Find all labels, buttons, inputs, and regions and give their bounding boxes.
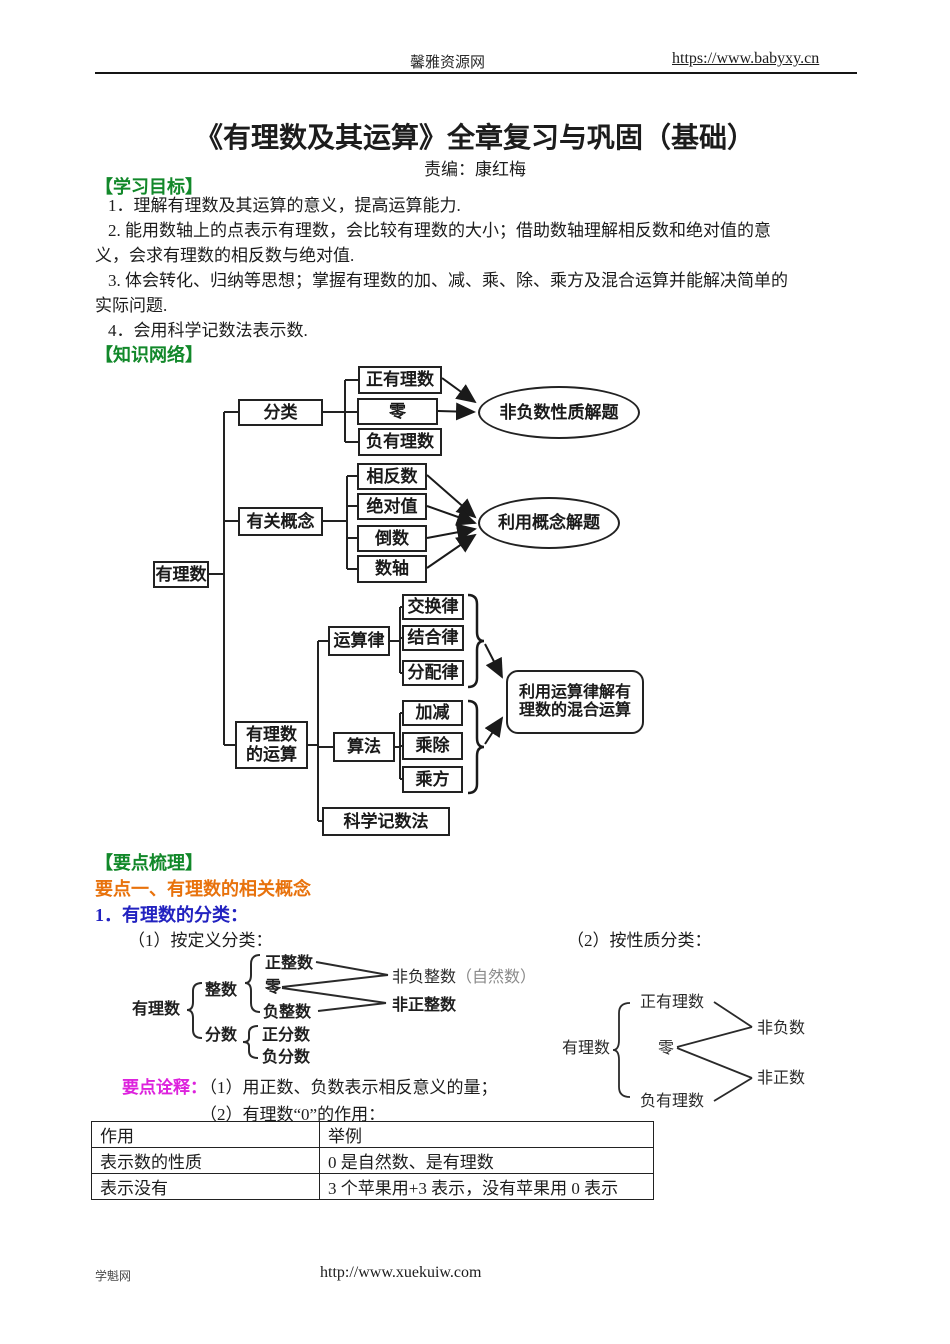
node-number-axis: 数轴 <box>357 555 427 583</box>
goal-item: 1．理解有理数及其运算的意义，提高运算能力. <box>108 196 461 215</box>
table-cell: 3 个苹果用+3 表示，没有苹果用 0 表示 <box>319 1173 654 1200</box>
table-header-row: 作用 举例 <box>91 1121 654 1148</box>
footer-site-name: 学魁网 <box>95 1269 132 1283</box>
goal-item: 4．会用科学记数法表示数. <box>108 321 308 340</box>
node-opposite-number: 相反数 <box>357 463 427 490</box>
table-row: 表示没有 3 个苹果用+3 表示，没有苹果用 0 表示 <box>91 1173 654 1200</box>
node-reciprocal: 倒数 <box>357 525 427 552</box>
def-tree-integer: 整数 <box>204 980 238 999</box>
header-site-url[interactable]: https://www.babyxy.cn <box>672 50 820 67</box>
node-power: 乘方 <box>402 766 463 793</box>
def-tree-positive-integer: 正整数 <box>265 953 314 972</box>
node-distributive-law: 分配律 <box>402 660 464 686</box>
note-2: （2）有理数“0”的作用： <box>200 1105 386 1124</box>
node-rational-number-root: 有理数 <box>153 561 209 588</box>
goal-item: 3. 体会转化、归纳等思想；掌握有理数的加、减、乘、除、乘方及混合运算并能解决简… <box>95 271 788 315</box>
def-tree-nonnegative-integer: 非负整数（自然数） <box>392 968 536 986</box>
by-property-label: （2）按性质分类： <box>567 931 712 950</box>
notes-label: 要点诠释： <box>122 1078 207 1097</box>
table-cell: 0 是自然数、是有理数 <box>319 1147 654 1174</box>
def-tree-zero: 零 <box>264 978 282 996</box>
def-tree-positive-fraction: 正分数 <box>262 1025 311 1044</box>
table-cell: 表示没有 <box>91 1173 320 1200</box>
classification-subheading: 1．有理数的分类： <box>95 905 248 925</box>
goal-item: 2. 能用数轴上的点表示有理数，会比较有理数的大小；借助数轴理解相反数和绝对值的… <box>95 221 771 265</box>
note-1: （1）用正数、负数表示相反意义的量； <box>200 1078 498 1097</box>
goals-list: 1．理解有理数及其运算的意义，提高运算能力. 2. 能用数轴上的点表示有理数，会… <box>95 193 792 343</box>
property-classification-tree: 有理数 正有理数 零 负有理数 非负数 非正数 <box>562 993 805 1110</box>
prop-tree-nonnegative: 非负数 <box>757 1019 805 1037</box>
node-rational-operations-line2: 的运算 <box>246 745 297 764</box>
node-add-subtract: 加减 <box>402 700 463 726</box>
zero-role-table: 作用 举例 表示数的性质 0 是自然数、是有理数 表示没有 3 个苹果用+3 表… <box>91 1121 654 1200</box>
def-tree-root: 有理数 <box>132 999 181 1018</box>
def-tree-fraction: 分数 <box>205 1025 238 1044</box>
by-definition-label: （1）按定义分类： <box>128 931 273 950</box>
network-heading: 【知识网络】 <box>95 345 203 365</box>
node-scientific-notation: 科学记数法 <box>322 807 450 836</box>
network-connectors <box>209 377 504 822</box>
prop-tree-zero: 零 <box>658 1040 674 1057</box>
table-cell: 表示数的性质 <box>91 1147 320 1174</box>
node-operation-laws: 运算律 <box>328 626 390 656</box>
node-mixed-operations-result-line1: 利用运算律解有 <box>518 683 631 701</box>
prop-tree-nonpositive: 非正数 <box>757 1069 805 1087</box>
table-header-example: 举例 <box>319 1121 654 1148</box>
node-mixed-operations-result-line2: 理数的混合运算 <box>518 702 631 719</box>
prop-tree-negative-rational: 负有理数 <box>640 1092 704 1110</box>
node-positive-rational: 正有理数 <box>358 366 442 394</box>
goals-heading: 【学习目标】 <box>95 177 203 197</box>
node-multiply-divide: 乘除 <box>402 732 463 760</box>
editor-line: 责编：康红梅 <box>424 160 526 179</box>
node-mixed-operations-result: 利用运算律解有 理数的混合运算 <box>506 670 644 734</box>
footer-site-url[interactable]: http://www.xuekuiw.com <box>320 1264 482 1281</box>
def-tree-negative-integer: 负整数 <box>263 1002 312 1021</box>
node-zero: 零 <box>357 398 438 425</box>
outline-heading: 【要点梳理】 <box>95 853 203 873</box>
ellipse-nonnegative-property-solving: 非负数性质解题 <box>478 386 640 439</box>
header-rule <box>95 72 857 74</box>
def-tree-negative-fraction: 负分数 <box>262 1047 311 1066</box>
def-tree-nonpositive-integer: 非正整数 <box>392 995 457 1014</box>
node-absolute-value: 绝对值 <box>357 493 427 520</box>
knowledge-network-diagram: 有理数 分类 正有理数 零 负有理数 非负数性质解题 有关概念 相反数 绝对值 … <box>150 364 695 849</box>
node-associative-law: 结合律 <box>402 625 464 651</box>
prop-tree-root: 有理数 <box>562 1039 610 1057</box>
node-algorithms: 算法 <box>333 732 395 762</box>
table-header-role: 作用 <box>91 1121 320 1148</box>
node-commutative-law: 交换律 <box>402 594 464 620</box>
def-tree-natural-number-note: （自然数） <box>456 968 536 986</box>
node-rational-operations-line1: 有理数 <box>246 725 297 745</box>
node-related-concepts: 有关概念 <box>238 507 323 536</box>
prop-tree-positive-rational: 正有理数 <box>640 993 704 1011</box>
key-point-one-heading: 要点一、有理数的相关概念 <box>95 879 311 899</box>
ellipse-concept-solving: 利用概念解题 <box>478 497 620 549</box>
definition-classification-tree: 有理数 整数 正整数 零 负整数 分数 正分数 负分数 非负整数（自然数） 非正… <box>132 953 536 1066</box>
node-classification: 分类 <box>238 399 323 426</box>
node-negative-rational: 负有理数 <box>358 428 442 456</box>
def-tree-nonnegative-integer-text: 非负整数 <box>392 968 456 986</box>
table-row: 表示数的性质 0 是自然数、是有理数 <box>91 1147 654 1174</box>
page-title: 《有理数及其运算》全章复习与巩固（基础） <box>194 123 755 154</box>
header-site-name: 馨雅资源网 <box>410 55 486 71</box>
node-rational-operations: 有理数 的运算 <box>235 721 308 769</box>
